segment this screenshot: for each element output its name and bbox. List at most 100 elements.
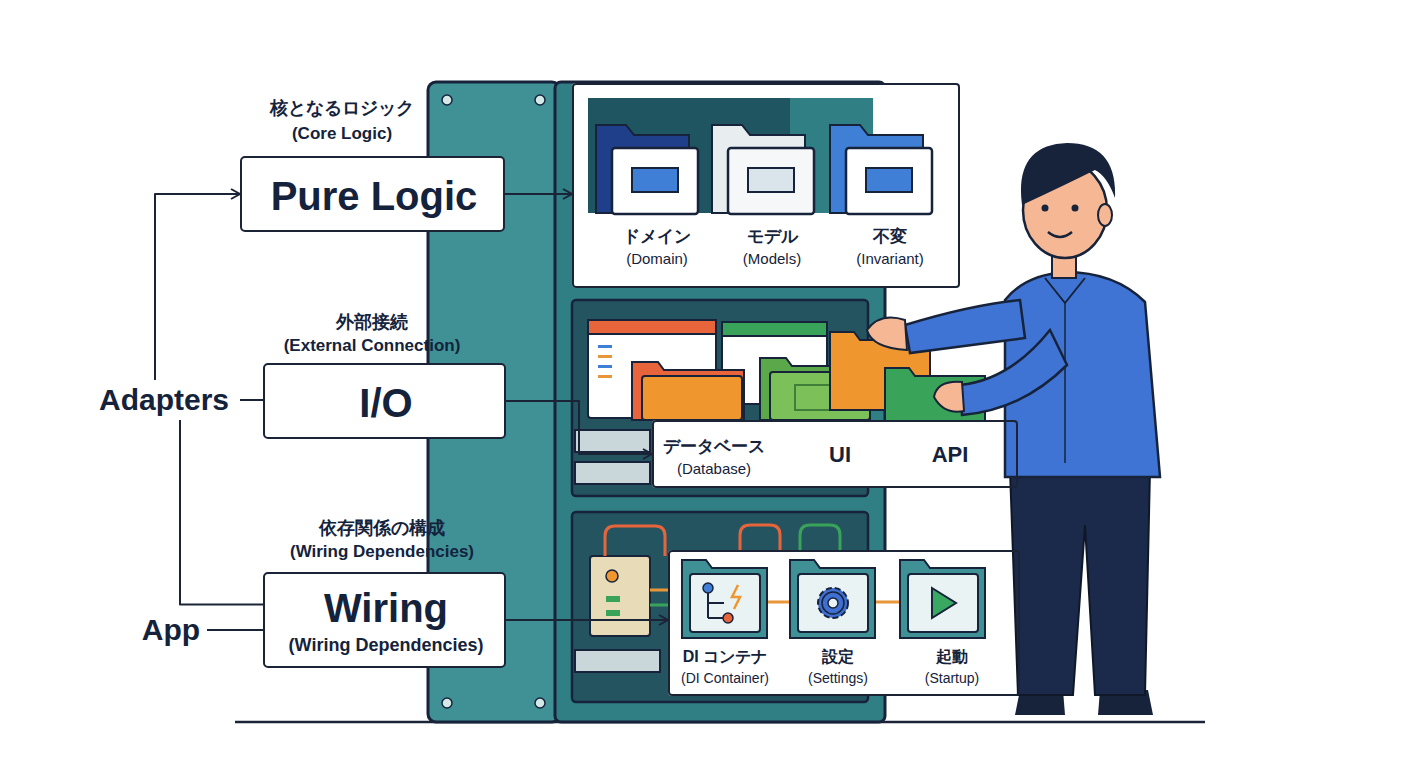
person-figure [1064,303,1066,463]
node-subtext: 起動 [936,648,968,666]
di-folder-icon [690,574,760,632]
shelf-domain [572,83,960,288]
node-text: データベース [663,437,765,457]
shelf-io [575,430,650,452]
startup-folder-icon [908,574,978,632]
person-figure [1010,470,1150,695]
connector-line [240,399,263,401]
node-subtext: (Invariant) [856,250,924,267]
cabinet-frame [535,698,545,708]
shelf-domain [572,83,960,288]
settings-folder-icon [790,560,875,638]
logic-box: 核となるロジック(Core Logic)Pure Logic [240,156,505,232]
folder-icon [846,148,932,214]
person-figure [1098,204,1112,226]
node-text: 外部接続 [336,312,408,333]
shelf-wiring [740,525,780,550]
node-subtext: (Database) [677,460,751,477]
node-subtext: 設定 [822,648,854,666]
di-folder-icon [708,593,724,618]
shelf-wiring [668,550,1020,696]
cabinet-frame [442,698,452,708]
person-figure [934,382,964,412]
di-folder-icon [723,613,733,623]
connector-line [207,629,263,631]
node-subtext: (Domain) [626,250,688,267]
folder-icon [748,168,794,192]
shelf-io [598,345,612,348]
node-subtext: (Models) [743,250,801,267]
settings-folder-icon [828,598,838,608]
folder-icon [596,125,698,214]
shelf-io [642,376,742,420]
node-text: 核となるロジック [270,98,414,119]
di-folder-icon [682,560,767,638]
shelf-wiring [800,525,840,550]
shelf-wiring [605,526,665,556]
person-figure [905,300,1025,353]
node-subtext: (Startup) [925,670,979,686]
folder-icon [712,125,814,214]
group-label: App [135,610,207,650]
person-figure [1042,205,1049,212]
node-text: I/O [359,380,412,426]
di-folder-icon [732,585,740,609]
startup-folder-icon [900,560,985,638]
connector-line [180,420,263,605]
folder-icon [632,168,678,192]
person-figure [960,330,1067,415]
shelf-io [575,462,650,484]
shelf-io [598,375,612,378]
shelf-io [588,320,716,334]
node-subtext: モデル [747,227,798,247]
node-text: Wiring [324,585,448,631]
group-label: Adapters [88,380,240,420]
startup-folder-icon [932,588,956,618]
cabinet-frame [442,95,452,105]
shelf-wiring [606,610,620,616]
connector-arrow [506,619,668,621]
folder-icon [830,125,932,214]
node-text: DI コンテナ [683,648,767,666]
io-box: 外部接続(External Connection)I/O [263,363,506,439]
wiring-shelf: DI コンテナ (DI Container) 設定 (Settings) 起動 (Star… [668,550,1020,696]
domain-shelf: ドメイン(Domain)モデル(Models)不変(Invariant) [572,83,960,288]
di-folder-icon [703,583,713,593]
node-subtext: (Core Logic) [292,124,392,144]
settings-folder-icon [822,592,844,614]
connector-arrow [155,194,240,380]
person-figure [867,143,1160,715]
person-figure [867,318,907,350]
connector-arrow [506,401,652,454]
folder-icon [728,148,814,214]
node-text: UI [829,442,851,467]
node-text: 依存関係の構成 [319,518,445,539]
node-text: API [932,442,969,467]
shelf-wiring [606,596,620,602]
node-subtext: (Settings) [808,670,868,686]
io-label-panel: データベース (Database) UI API [652,420,1018,488]
node-subtext: (Wiring Dependencies) [289,635,484,656]
shelf-io [598,355,612,358]
shelf-wiring [650,589,670,592]
settings-folder-icon [818,588,848,618]
person-figure [1048,232,1072,237]
shelf-io [598,365,612,368]
node-subtext: 不変 [873,227,907,247]
shelf-wiring [606,570,618,582]
node-text: Adapters [99,383,229,418]
node-subtext: (External Connection) [284,336,461,356]
folder-icon [612,148,698,214]
shelf-wiring [572,512,868,702]
node-subtext: (DI Container) [681,670,769,686]
shelf-io [652,420,1018,488]
node-subtext: (Wiring Dependencies) [290,542,474,562]
shelf-wiring [590,556,650,636]
settings-folder-icon [790,560,875,638]
node-text: App [142,613,200,648]
startup-folder-icon [900,560,985,638]
person-figure [1021,143,1115,205]
shelf-wiring [575,650,660,672]
folder-icon [866,168,912,192]
